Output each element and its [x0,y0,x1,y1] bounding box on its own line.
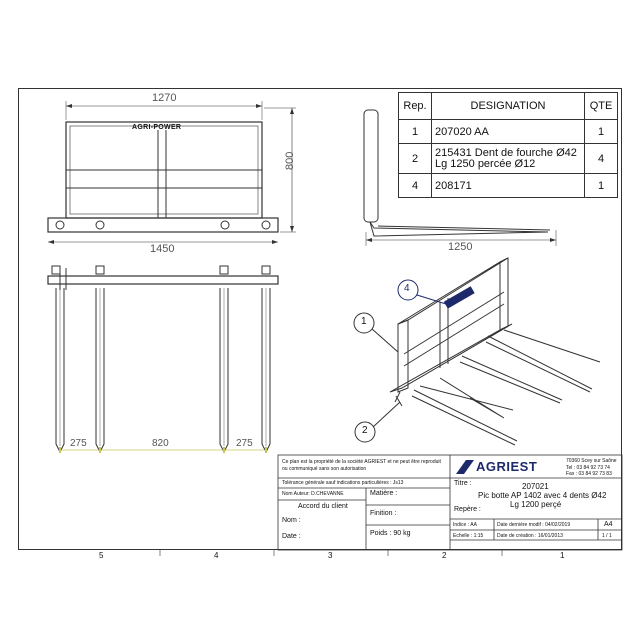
part-title-line1: Pic botte AP 1402 avec 4 dents Ø42 [478,491,607,500]
part-number: 207021 [522,482,549,491]
brand-plate [443,286,475,309]
creation-date: Date de création : 16/01/2013 [497,533,563,539]
grid-number: 5 [99,551,104,560]
client-date-label: Date : [282,533,301,540]
bom-qte: 4 [584,143,618,174]
repere-label: Repère : [454,506,481,513]
part-title-line2: Lg 1200 perçé [510,500,562,509]
last-modified: Date dernière modif : 04/02/2019 [497,522,571,528]
bom-rep: 2 [398,143,432,174]
balloon-label: 4 [404,283,410,294]
dim-spacing-mid: 820 [152,438,169,449]
grid-number: 1 [560,551,565,560]
bom-rep: 1 [398,119,432,144]
logo-mark-icon [456,460,474,474]
drawing-sheet [18,88,622,550]
scale: Echelle : 1:15 [453,533,484,539]
bom-qte: 1 [584,173,618,198]
side-view [363,109,557,246]
dim-spacing-right: 275 [236,438,253,449]
bom-qte: 1 [584,119,618,144]
bom-header-rep: Rep. [398,92,432,120]
title-label: Titre : [454,480,472,487]
balloon-label: 1 [361,316,367,327]
balloon-label: 2 [362,425,368,436]
front-view [47,101,296,243]
bom-designation: 208171 [431,173,585,198]
dimension-arrows [48,104,556,244]
address-line: Fax : 03 84 92 73 83 [566,471,612,477]
isometric-view [389,257,601,446]
bom-rep: 4 [398,173,432,198]
copyright-notice-2: ou communiqué sans son autorisation [282,466,367,472]
grid-ticks [159,550,503,556]
dim-side-length: 1250 [448,241,473,253]
dim-spacing-left: 275 [70,438,87,449]
finish-label: Finition : [370,510,397,517]
frame-brand-label: AGRI-POWER [132,124,182,131]
bom-row: 1 207020 AA 1 [398,119,618,144]
grid-number: 2 [442,551,447,560]
material-label: Matière : [370,490,398,497]
company-name: AGRIEST [476,459,538,474]
tolerance-note: Tolérance générale sauf indications part… [282,480,404,486]
balloons [353,279,447,443]
bom-designation: 207020 AA [431,119,585,144]
dim-front-height: 800 [284,151,296,170]
weight-label: Poids : 90 kg [370,530,411,537]
client-name-label: Nom : [282,517,301,524]
revision-index: Indice : AA [453,522,477,528]
grid-number: 4 [214,551,219,560]
bom-header-designation: DESIGNATION [431,92,585,120]
paper-format: A4 [604,521,613,528]
bom-designation-line2: Lg 1250 percée Ø12 [435,157,536,170]
bom-header-qte: QTE [584,92,618,120]
dim-base-width: 1450 [150,243,175,255]
dim-front-width: 1270 [152,92,177,104]
address-line: 70360 Scey sur Saône [566,458,617,464]
copyright-notice: Ce plan est la propriété de la société A… [282,459,441,465]
bom-row: 4 208171 1 [398,173,618,198]
author: Nom Auteur: D.CHEVANNE [282,491,344,497]
company-logo: AGRIEST [456,459,556,475]
client-approval: Accord du client [298,503,348,510]
top-view [47,265,279,454]
grid-number: 3 [328,551,333,560]
title-block [277,454,623,551]
spacing-ticks [59,447,267,453]
bom-designation-line1: 215431 Dent de fourche Ø42 [435,146,577,159]
bill-of-materials: Rep. DESIGNATION QTE 1 207020 AA 1 2 215… [398,92,618,198]
page-number: 1 / 1 [602,533,612,539]
address-line: Tel : 03 84 92 73 74 [566,465,610,471]
